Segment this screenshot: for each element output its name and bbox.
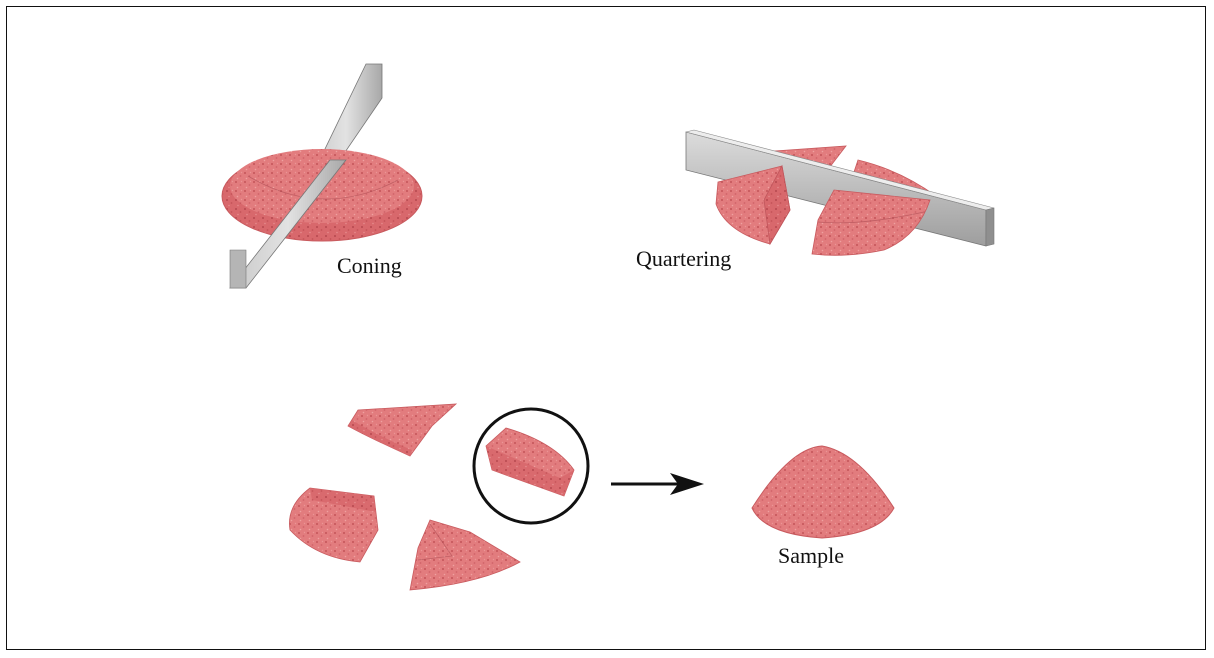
- coning-illustration: Coning: [222, 64, 422, 288]
- quartering-illustration: Quartering: [636, 130, 994, 271]
- coning-blade-edge: [230, 250, 246, 288]
- sample-label: Sample: [778, 543, 844, 568]
- coning-label: Coning: [337, 253, 402, 278]
- quarter-bottom: [410, 520, 520, 590]
- arrow: [611, 473, 704, 495]
- sample-illustration: Sample: [752, 446, 894, 568]
- split-quarters: [289, 404, 588, 590]
- quartering-label: Quartering: [636, 246, 731, 271]
- quartering-blade-end: [986, 208, 994, 246]
- sample-cone: [752, 446, 894, 538]
